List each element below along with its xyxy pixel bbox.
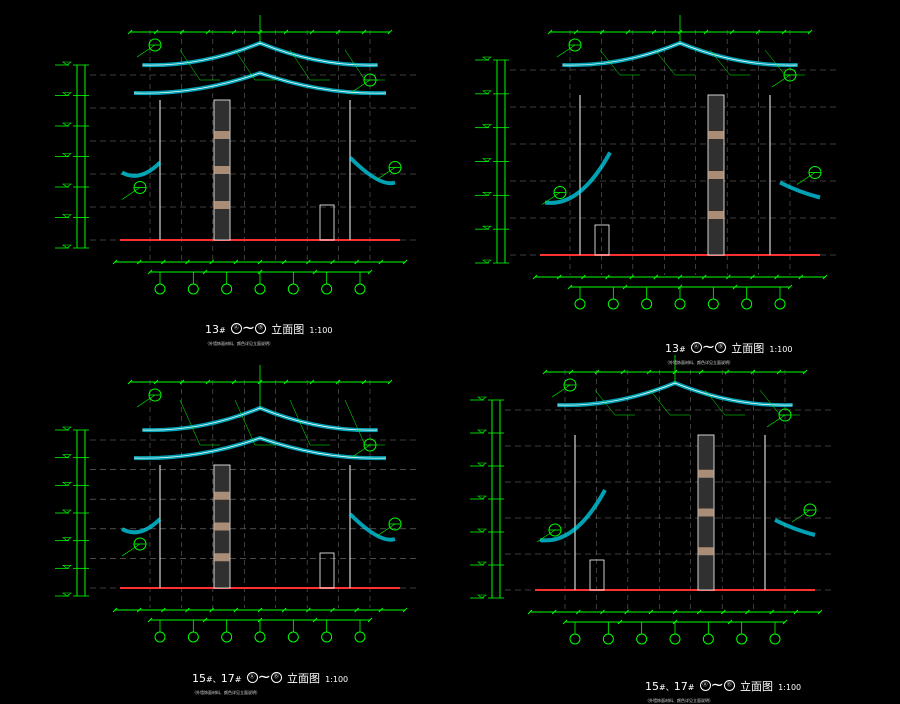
axis-bubble-icon bbox=[287, 283, 299, 295]
elevation-drawing-4 bbox=[470, 355, 835, 645]
axis-bubble-icon bbox=[221, 283, 233, 295]
axis-bubble-icon bbox=[569, 633, 581, 645]
axis-bubble-icon bbox=[254, 283, 266, 295]
axis-bubble-icon bbox=[607, 298, 619, 310]
roof-upper bbox=[142, 40, 378, 68]
eave-left bbox=[121, 161, 162, 178]
axis-bubble-icon bbox=[287, 631, 299, 643]
axis-bubble-icon bbox=[254, 631, 266, 643]
axis-bubble-icon bbox=[187, 283, 199, 295]
axis-bubble-icon bbox=[641, 298, 653, 310]
axis-bubble-icon bbox=[154, 631, 166, 643]
axis-bubble-icon bbox=[674, 298, 686, 310]
door bbox=[319, 552, 335, 589]
axis-bubble-icon bbox=[702, 633, 714, 645]
roof-upper bbox=[142, 405, 378, 433]
eave-right bbox=[779, 180, 821, 200]
elevation-drawing-1 bbox=[55, 15, 420, 295]
drawing-caption-3: 15#、17# Ⓐ~Ⓑ 立面图 1:100 （外墙饰面材料、颜色详见立面说明） bbox=[192, 667, 349, 695]
eave-left bbox=[121, 517, 162, 535]
eave-right bbox=[348, 512, 396, 542]
elevation-drawing-2 bbox=[475, 15, 840, 310]
axis-bubble-icon bbox=[321, 631, 333, 643]
axis-bubble-icon bbox=[669, 633, 681, 645]
door bbox=[594, 224, 610, 256]
axis-bubble-icon bbox=[574, 298, 586, 310]
axis-bubble-icon bbox=[321, 283, 333, 295]
axis-bubble-icon bbox=[354, 283, 366, 295]
eave-right bbox=[348, 156, 396, 186]
roof-lower bbox=[133, 435, 387, 461]
axis-bubble-icon bbox=[774, 298, 786, 310]
drawing-caption-4: 15#、17# Ⓐ~Ⓑ 立面图 1:100 （外墙饰面材料、颜色详见立面说明） bbox=[645, 675, 802, 703]
drawing-caption-2: 13# Ⓐ~Ⓑ 立面图 1:100 （外墙饰面材料、颜色详见立面说明） bbox=[665, 337, 793, 365]
axis-bubble-icon bbox=[354, 631, 366, 643]
eave-right bbox=[774, 518, 816, 537]
axis-bubble-icon bbox=[741, 298, 753, 310]
axis-bubble-icon bbox=[707, 298, 719, 310]
drawing-caption-1: 13# Ⓐ~Ⓑ 立面图 1:100 （外墙饰面材料、颜色详见立面说明） bbox=[205, 318, 333, 346]
axis-bubble-icon bbox=[221, 631, 233, 643]
roof-upper bbox=[562, 40, 798, 68]
roof-upper bbox=[557, 380, 793, 408]
axis-bubble-icon bbox=[769, 633, 781, 645]
axis-bubble-icon bbox=[736, 633, 748, 645]
axis-bubble-icon bbox=[187, 631, 199, 643]
elevation-drawing-3 bbox=[55, 365, 420, 643]
axis-bubble-icon bbox=[154, 283, 166, 295]
eave-left bbox=[539, 489, 607, 543]
roof-lower bbox=[133, 70, 387, 96]
door bbox=[589, 559, 605, 591]
axis-bubble-icon bbox=[636, 633, 648, 645]
door bbox=[319, 204, 335, 241]
axis-bubble-icon bbox=[602, 633, 614, 645]
eave-left bbox=[544, 151, 612, 205]
